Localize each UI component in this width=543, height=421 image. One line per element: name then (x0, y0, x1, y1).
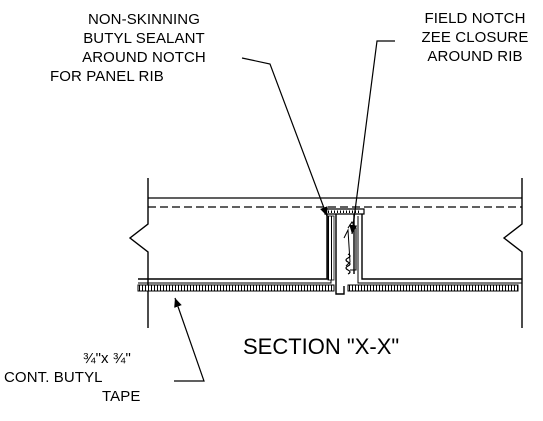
sealant-note: NON-SKINNING BUTYL SEALANT AROUND NOTCH … (49, 10, 239, 86)
sealant-note-line: NON-SKINNING (87, 11, 201, 28)
zee-closure-note-line: FIELD NOTCH (424, 10, 526, 27)
tape-note-line: ¾"x ¾" (83, 350, 131, 367)
sealant-bead (327, 215, 335, 281)
zee-closure-note-line: AROUND RIB (427, 48, 523, 65)
tape-note-line: CONT. BUTYL (4, 369, 103, 386)
right-panel-skin (353, 211, 522, 280)
zee-closure-note: FIELD NOTCH ZEE CLOSURE AROUND RIB (405, 9, 543, 66)
leader-tape (174, 297, 205, 382)
butyl-tape-right (347, 284, 519, 292)
sealant-note-line: FOR PANEL RIB (50, 68, 164, 85)
zee-sealant-squiggle (345, 253, 351, 275)
sealant-note-line: BUTYL SEALANT (83, 30, 205, 47)
leader-zee (349, 40, 395, 235)
left-break-line (128, 178, 149, 328)
zee-closure-note-line: ZEE CLOSURE (421, 29, 529, 46)
butyl-tape-left (137, 284, 335, 292)
sealant-note-line: AROUND NOTCH (82, 49, 206, 66)
tape-note-line: TAPE (102, 388, 141, 405)
right-break-line (502, 178, 523, 328)
left-panel-skin (138, 212, 345, 295)
leader-sealant (241, 57, 328, 217)
section-title: SECTION "X-X" (243, 334, 400, 359)
tape-note: ¾"x ¾" CONT. BUTYL TAPE (4, 349, 174, 406)
